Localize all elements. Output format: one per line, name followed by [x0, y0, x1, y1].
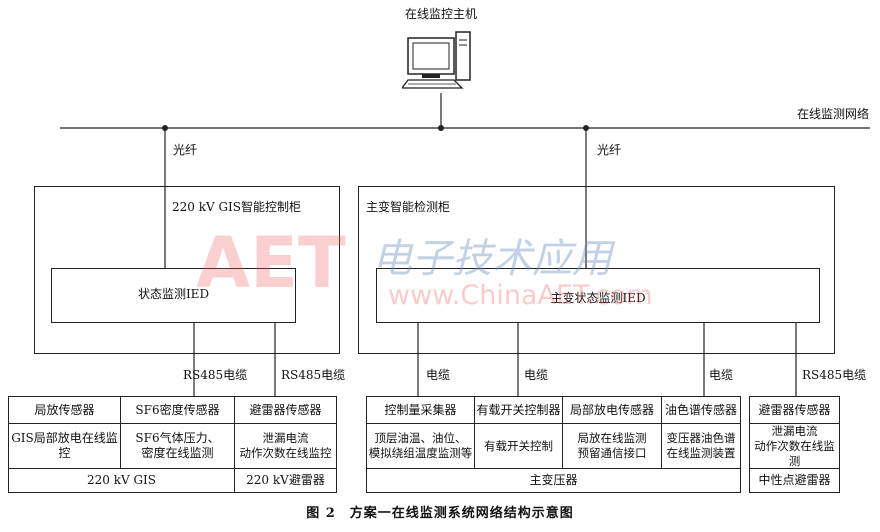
- network-label: 在线监测网络: [797, 107, 870, 121]
- main-ied-label: 主变状态监测IED: [550, 291, 646, 305]
- watermark-slogan: 电子技术应用: [372, 236, 612, 282]
- gis-ied-box: [51, 268, 296, 323]
- cable-label-2: 电缆: [524, 368, 549, 382]
- gis-control-cabinet: [34, 186, 340, 354]
- junction-dot: [583, 125, 589, 131]
- rs485-label-arrester: RS485电缆: [802, 368, 867, 382]
- computer-icon: [402, 31, 471, 89]
- main-header-collector: 控制量采集器: [366, 396, 475, 424]
- main-function-tap-changer: 有载开关控制: [474, 423, 563, 469]
- main-function-pd: 局放在线监测 预留通信接口: [562, 423, 662, 469]
- watermark-logo: AET: [196, 222, 346, 304]
- cable-label-3: 电缆: [709, 368, 734, 382]
- fiber-label-left: 光纤: [173, 143, 198, 157]
- gis-cabinet-title: 220 kV GIS智能控制柜: [172, 200, 302, 214]
- main-header-tap-changer: 有载开关控制器: [474, 396, 563, 424]
- gis-footer: 220 kV GIS: [8, 468, 235, 493]
- main-transformer-cabinet: [358, 186, 835, 354]
- main-ied-box: [376, 268, 820, 323]
- gis-header-partial-discharge: 局放传感器: [8, 396, 121, 424]
- arrester-footer: 中性点避雷器: [749, 468, 840, 493]
- figure-caption: 图 2 方案一在线监测系统网络结构示意图: [306, 506, 574, 521]
- gis-header-arrester: 避雷器传感器: [234, 396, 337, 424]
- main-function-oil: 变压器油色谱 在线监测装置: [661, 423, 741, 469]
- gis-function-pd: GIS局部放电在线监控: [8, 423, 121, 469]
- gis-ied-label: 状态监测IED: [137, 287, 210, 301]
- main-header-oil: 油色谱传感器: [661, 396, 741, 424]
- rs485-label-a: RS485电缆: [183, 368, 248, 382]
- gis-function-arrester: 泄漏电流 动作次数在线监控: [234, 423, 337, 469]
- main-footer: 主变压器: [366, 468, 741, 493]
- arrester-function: 泄漏电流 动作次数在线监测: [749, 423, 840, 469]
- junction-dot: [438, 125, 444, 131]
- host-label: 在线监控主机: [405, 7, 478, 21]
- gis-header-sf6: SF6密度传感器: [120, 396, 235, 424]
- main-cabinet-title: 主变智能检测柜: [366, 200, 451, 214]
- gis-arrester-footer: 220 kV避雷器: [234, 468, 337, 493]
- main-header-pd: 局部放电传感器: [562, 396, 662, 424]
- main-function-collector: 顶层油温、油位、 模拟绕组温度监测等: [366, 423, 475, 469]
- arrester-header: 避雷器传感器: [749, 396, 840, 424]
- gis-function-sf6: SF6气体压力、 密度在线监测: [120, 423, 235, 469]
- rs485-label-b: RS485电缆: [281, 368, 346, 382]
- junction-dot: [162, 125, 168, 131]
- watermark-url: www.ChinaAET.com: [388, 280, 653, 311]
- fiber-label-right: 光纤: [597, 143, 622, 157]
- cable-label-1: 电缆: [426, 368, 451, 382]
